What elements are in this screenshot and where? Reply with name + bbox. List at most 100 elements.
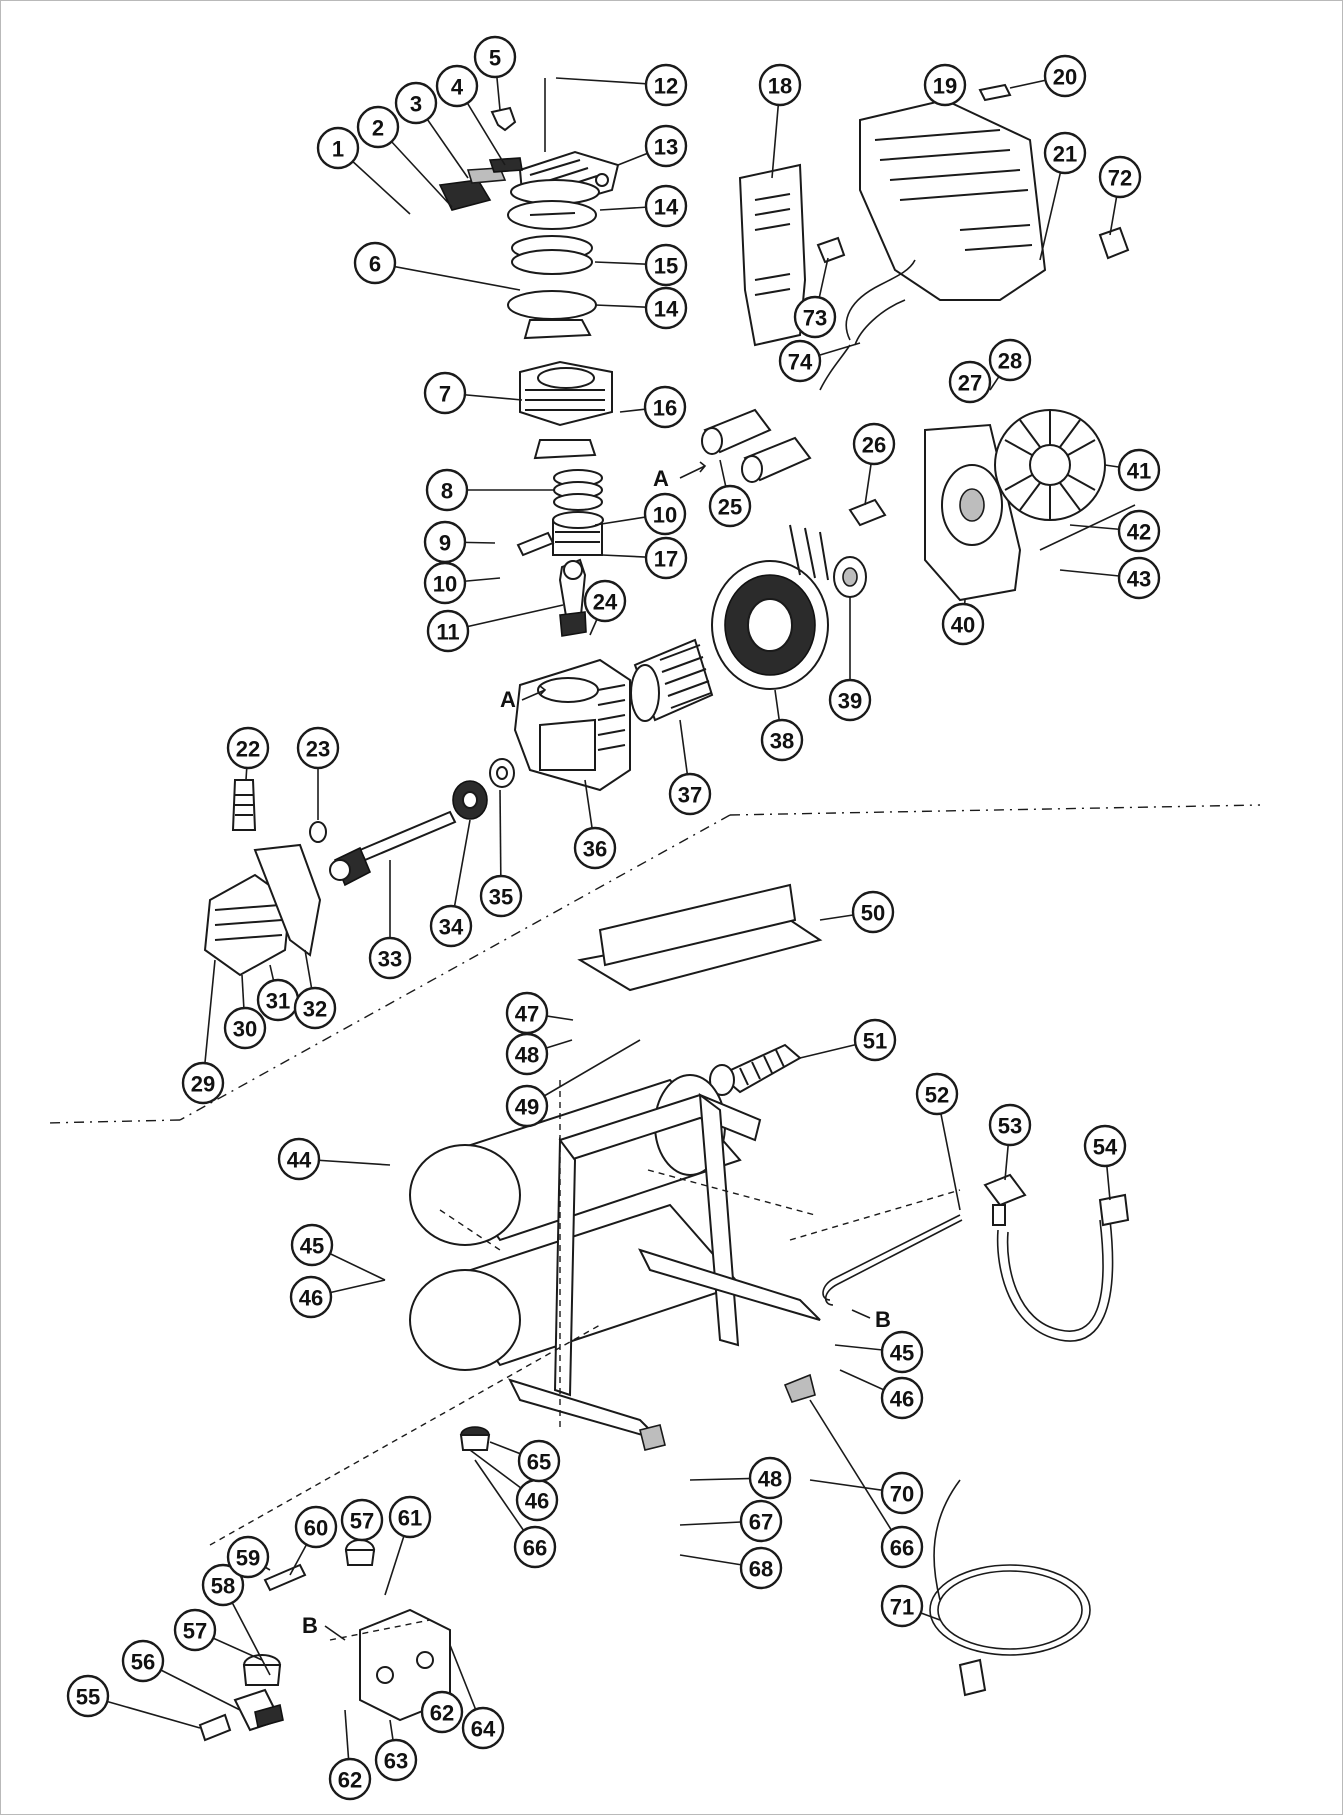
callout-number: 14 bbox=[654, 195, 679, 220]
callout-number: 26 bbox=[862, 433, 886, 458]
callout-circle bbox=[420, 1690, 464, 1734]
callout-number: 48 bbox=[758, 1467, 782, 1492]
callout-circle bbox=[748, 1456, 792, 1500]
tee-fitting-part bbox=[983, 1173, 1027, 1226]
callout-number: 22 bbox=[236, 737, 260, 762]
callout-circle bbox=[328, 1757, 372, 1801]
callout-number: 66 bbox=[890, 1536, 914, 1561]
callout-number: 18 bbox=[768, 74, 792, 99]
callout-number: 67 bbox=[749, 1510, 773, 1535]
cord-71-part bbox=[929, 1479, 1091, 1697]
callout-number: 71 bbox=[890, 1595, 914, 1620]
callout-circle bbox=[277, 1137, 321, 1181]
callout-55: 55 bbox=[66, 1674, 110, 1718]
callout-circle bbox=[644, 63, 688, 107]
callout-39: 39 bbox=[828, 678, 872, 722]
callout-circle bbox=[915, 1072, 959, 1116]
callout-43: 43 bbox=[1117, 556, 1161, 600]
callout-number: 62 bbox=[430, 1701, 454, 1726]
callout-14: 14 bbox=[644, 286, 688, 330]
callout-circle bbox=[1117, 448, 1161, 492]
callout-number: 73 bbox=[803, 306, 827, 331]
callout-circle bbox=[880, 1525, 924, 1569]
callout-circle bbox=[223, 1006, 267, 1050]
callout-60: 60 bbox=[294, 1505, 338, 1549]
callout-number: 10 bbox=[433, 572, 457, 597]
callout-27: 27 bbox=[948, 360, 992, 404]
belt-guard-plate-part bbox=[738, 163, 807, 347]
callout-number: 57 bbox=[350, 1509, 374, 1534]
callout-1: 1 bbox=[316, 126, 360, 170]
callout-number: 30 bbox=[233, 1017, 257, 1042]
callout-circle bbox=[461, 1706, 505, 1750]
callout-circle bbox=[644, 124, 688, 168]
callout-circle bbox=[388, 1495, 432, 1539]
callout-circle bbox=[851, 890, 895, 934]
crankcase-cover-part bbox=[203, 843, 322, 977]
callout-number: 34 bbox=[439, 915, 464, 940]
callout-number: 50 bbox=[861, 901, 885, 926]
callout-42: 42 bbox=[1117, 509, 1161, 553]
callout-number: 7 bbox=[439, 382, 451, 407]
callout-number: 54 bbox=[1093, 1135, 1118, 1160]
callout-circle bbox=[643, 492, 687, 536]
leader-line-6 bbox=[374, 262, 521, 291]
callout-number: 60 bbox=[304, 1516, 328, 1541]
callout-34: 34 bbox=[429, 904, 473, 948]
callout-circle bbox=[760, 718, 804, 762]
callout-5: 5 bbox=[473, 35, 517, 79]
callout-number: 52 bbox=[925, 1083, 949, 1108]
callout-number: 38 bbox=[770, 729, 794, 754]
callout-29: 29 bbox=[181, 1061, 225, 1105]
callout-10: 10 bbox=[643, 492, 687, 536]
callout-circle bbox=[1117, 556, 1161, 600]
callout-circle bbox=[296, 726, 340, 770]
callout-36: 36 bbox=[573, 826, 617, 870]
callout-number: 74 bbox=[788, 350, 813, 375]
callout-number: 19 bbox=[933, 74, 957, 99]
callout-number: 42 bbox=[1127, 520, 1151, 545]
callout-number: 35 bbox=[489, 885, 513, 910]
callout-57: 57 bbox=[340, 1498, 384, 1542]
callout-circle bbox=[1098, 155, 1142, 199]
callout-53: 53 bbox=[988, 1103, 1032, 1147]
callout-62: 62 bbox=[328, 1757, 372, 1801]
stator-part bbox=[711, 524, 829, 690]
callout-45: 45 bbox=[880, 1330, 924, 1374]
callout-circle bbox=[423, 371, 467, 415]
callout-21: 21 bbox=[1043, 131, 1087, 175]
washer-23-part bbox=[309, 821, 327, 843]
callout-number: 15 bbox=[654, 254, 678, 279]
base-plate-part bbox=[577, 883, 823, 992]
callout-number: 66 bbox=[523, 1536, 547, 1561]
assembly-lines bbox=[209, 1080, 961, 1641]
callout-number: 72 bbox=[1108, 166, 1132, 191]
callout-number: 14 bbox=[654, 297, 679, 322]
breather-22-part bbox=[231, 779, 257, 831]
callout-24: 24 bbox=[583, 579, 627, 623]
callout-10: 10 bbox=[423, 561, 467, 605]
callout-circle bbox=[289, 1275, 333, 1319]
callout-circle bbox=[353, 241, 397, 285]
callout-32: 32 bbox=[293, 986, 337, 1030]
cooling-fan-part bbox=[994, 409, 1106, 521]
callout-12: 12 bbox=[644, 63, 688, 107]
callout-9: 9 bbox=[423, 520, 467, 564]
callout-circle bbox=[880, 1376, 924, 1420]
callout-number: 37 bbox=[678, 783, 702, 808]
callout-number: 70 bbox=[890, 1482, 914, 1507]
callout-circle bbox=[1117, 509, 1161, 553]
callout-number: 17 bbox=[654, 547, 678, 572]
end-bracket-part bbox=[924, 423, 1022, 602]
callout-57: 57 bbox=[173, 1608, 217, 1652]
callout-circle bbox=[173, 1608, 217, 1652]
callout-number: 6 bbox=[369, 252, 381, 277]
callout-number: 12 bbox=[654, 74, 678, 99]
gasket-stack bbox=[507, 179, 600, 340]
handle-grip-part bbox=[709, 1043, 802, 1096]
callout-number: 40 bbox=[951, 613, 975, 638]
elbow-fitting-part bbox=[490, 106, 517, 132]
callout-number: 20 bbox=[1053, 65, 1077, 90]
callout-49: 49 bbox=[505, 1084, 549, 1128]
callout-number: 2 bbox=[372, 116, 384, 141]
